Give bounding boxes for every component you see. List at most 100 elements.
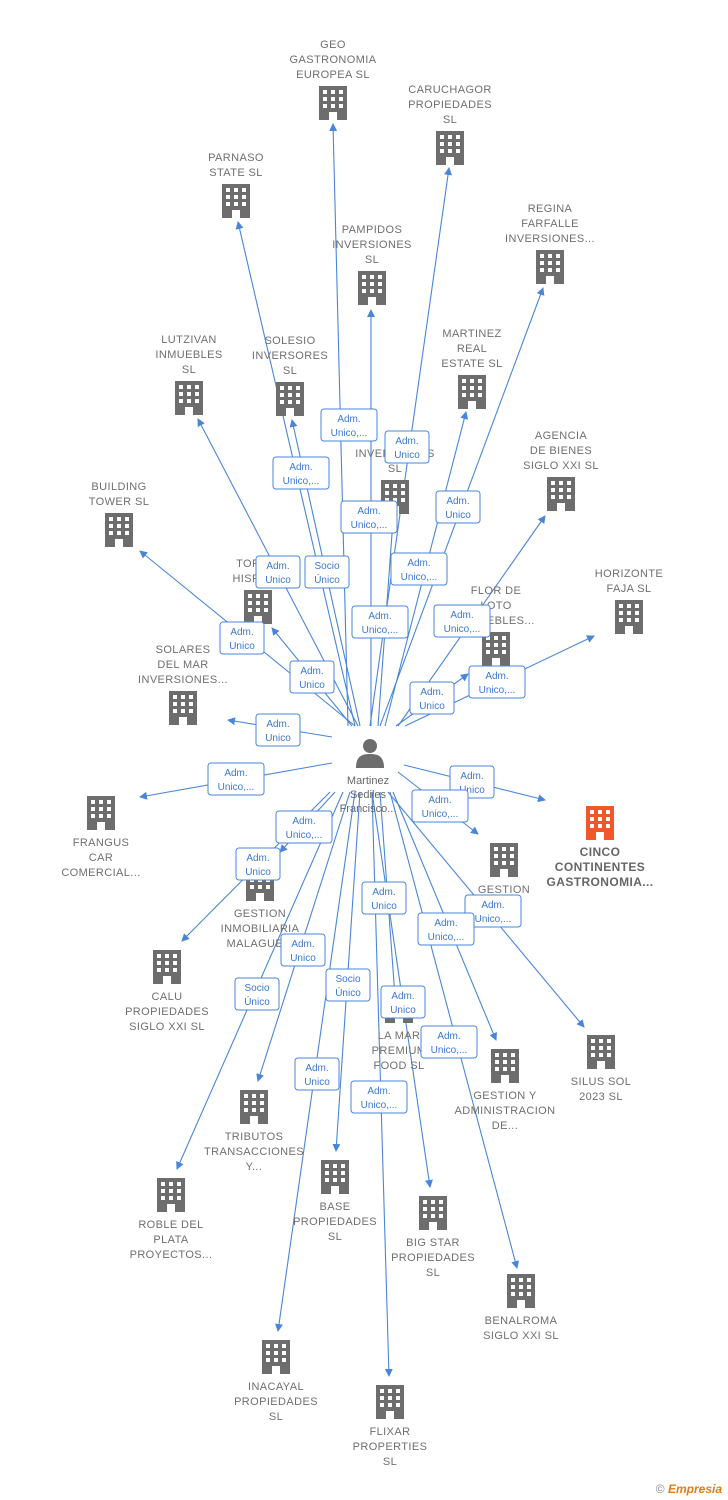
edge-role-box bbox=[351, 605, 409, 639]
edge-role-box bbox=[294, 1057, 340, 1091]
edge-role-label[interactable]: Adm.Unico bbox=[280, 933, 326, 967]
edge-role-label[interactable]: Adm.Unico,... bbox=[420, 1025, 478, 1059]
building-icon bbox=[536, 250, 564, 284]
building-icon bbox=[547, 477, 575, 511]
edge-role-label[interactable]: Adm.Unico,... bbox=[207, 762, 265, 796]
edge-role-label[interactable]: Adm.Unico bbox=[255, 713, 301, 747]
edge-role-text: Adm.Unico bbox=[229, 627, 255, 652]
edge-role-label[interactable]: Adm.Unico,... bbox=[464, 894, 522, 928]
edge-role-text: Adm.Unico bbox=[459, 771, 485, 796]
edge-role-box bbox=[350, 1080, 408, 1114]
edge-role-text: Adm.Unico,... bbox=[218, 768, 255, 793]
edge-role-label[interactable]: Adm.Unico bbox=[361, 881, 407, 915]
edge-role-label[interactable]: Adm.Unico,... bbox=[272, 456, 330, 490]
edge-role-text: Adm.Unico bbox=[265, 561, 291, 586]
edge-role-box bbox=[417, 912, 475, 946]
edge-role-box bbox=[464, 894, 522, 928]
edge-role-label[interactable]: Adm.Unico,... bbox=[351, 605, 409, 639]
edge-role-box bbox=[409, 681, 455, 715]
edge-role-label[interactable]: Adm.Unico,... bbox=[411, 789, 469, 823]
edge-role-text: Adm.Unico,... bbox=[401, 558, 438, 583]
edge-role-label[interactable]: Adm.Unico bbox=[294, 1057, 340, 1091]
building-icon bbox=[586, 806, 614, 840]
copyright-icon: © bbox=[655, 1482, 665, 1496]
edge-role-label[interactable]: Adm.Unico,... bbox=[390, 552, 448, 586]
edge-role-text: Adm.Unico bbox=[304, 1063, 330, 1088]
building-icon bbox=[491, 1049, 519, 1083]
edge-role-label[interactable]: Adm.Unico,... bbox=[433, 604, 491, 638]
edge-role-label[interactable]: Adm.Unico bbox=[219, 621, 265, 655]
edge-role-label[interactable]: Adm.Unico,... bbox=[340, 500, 398, 534]
edge-role-text: Adm.Unico,... bbox=[331, 414, 368, 439]
edge-role-box bbox=[361, 881, 407, 915]
edge-role-text: Adm.Unico,... bbox=[283, 462, 320, 487]
edge-role-label[interactable]: Adm.Unico bbox=[409, 681, 455, 715]
edge-role-text: Adm.Unico bbox=[299, 666, 325, 691]
edge-role-label[interactable]: Adm.Unico bbox=[384, 430, 430, 464]
building-icon bbox=[169, 691, 197, 725]
edge-role-label[interactable]: Adm.Unico bbox=[235, 847, 281, 881]
edge-role-text: Adm.Unico bbox=[265, 719, 291, 744]
edge-role-label[interactable]: Adm.Unico,... bbox=[468, 665, 526, 699]
edge-role-box bbox=[420, 1025, 478, 1059]
building-icon bbox=[507, 1274, 535, 1308]
building-icon bbox=[587, 1035, 615, 1069]
edge-role-label[interactable]: Adm.Unico bbox=[435, 490, 481, 524]
edge-role-label[interactable]: Adm.Unico,... bbox=[275, 810, 333, 844]
edge-role-label[interactable]: Adm.Unico,... bbox=[320, 408, 378, 442]
edge-role-label[interactable]: Adm.Unico bbox=[255, 555, 301, 589]
edge-role-label[interactable]: Adm.Unico bbox=[380, 985, 426, 1019]
building-icon bbox=[321, 1160, 349, 1194]
edge-role-box bbox=[380, 985, 426, 1019]
edge-role-label[interactable]: Adm.Unico,... bbox=[350, 1080, 408, 1114]
edge-role-label[interactable]: Adm.Unico,... bbox=[417, 912, 475, 946]
edge-role-text: Adm.Unico,... bbox=[362, 611, 399, 636]
edge-role-text: Adm.Unico bbox=[390, 991, 416, 1016]
edge-role-label[interactable]: Adm.Unico bbox=[289, 660, 335, 694]
